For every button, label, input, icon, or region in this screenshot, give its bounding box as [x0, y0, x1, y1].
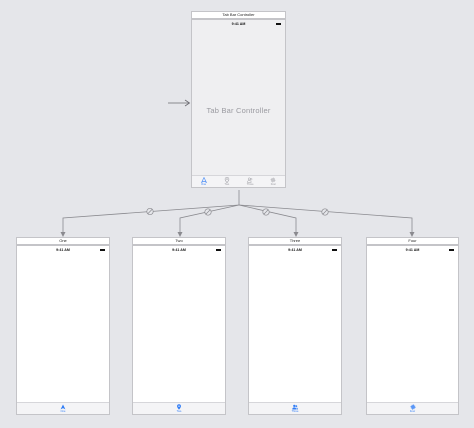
- status-bar: 9:41 AM: [133, 247, 225, 254]
- segue-relationship-icon[interactable]: [204, 208, 212, 216]
- map-pin-icon: [224, 177, 230, 183]
- status-bar: 9:41 AM: [367, 247, 458, 254]
- tab-item-two[interactable]: Two: [171, 403, 187, 414]
- tab-label: Four: [409, 410, 416, 413]
- gear-icon: [410, 404, 415, 410]
- tab-bar[interactable]: Four: [367, 402, 458, 414]
- device-screen[interactable]: 9:41 AM Tab Bar Controller One Two: [191, 19, 286, 188]
- status-time: 9:41 AM: [288, 248, 302, 252]
- segue-line-one: [62, 190, 240, 236]
- scene-title[interactable]: Two: [132, 237, 226, 245]
- tab-bar[interactable]: One: [17, 402, 109, 414]
- tab-item-one[interactable]: One: [55, 403, 71, 414]
- tab-bar-controller-scene[interactable]: Tab Bar Controller 9:41 AM Tab Bar Contr…: [191, 11, 286, 188]
- tab-label: Three: [291, 410, 299, 413]
- segue-relationship-icon[interactable]: [321, 208, 329, 216]
- status-time: 9:41 AM: [231, 22, 246, 26]
- battery-icon: [276, 23, 281, 25]
- battery-icon: [216, 249, 221, 251]
- device-screen[interactable]: 9:41 AM Two: [132, 245, 226, 415]
- scene-four[interactable]: Four 9:41 AM Four: [366, 237, 459, 415]
- gear-icon: [271, 177, 276, 183]
- tab-bar[interactable]: Two: [133, 402, 225, 414]
- tab-bar[interactable]: One Two Three: [192, 175, 285, 187]
- scene-one[interactable]: One 9:41 AM One: [16, 237, 110, 415]
- battery-icon: [100, 249, 105, 251]
- scene-two[interactable]: Two 9:41 AM Two: [132, 237, 226, 415]
- segue-line-four: [238, 204, 413, 236]
- people-icon: [292, 404, 298, 410]
- tab-item-three[interactable]: Three: [242, 176, 258, 187]
- tab-label: Four: [270, 183, 277, 186]
- scene-three[interactable]: Three 9:41 AM Three: [248, 237, 342, 415]
- people-icon: [247, 177, 253, 183]
- tab-label: Three: [246, 183, 254, 186]
- segue-relationship-icon[interactable]: [146, 207, 154, 216]
- status-time: 9:41 AM: [56, 248, 70, 252]
- status-bar: 9:41 AM: [17, 247, 109, 254]
- tab-item-four[interactable]: Four: [405, 403, 421, 414]
- status-bar: 9:41 AM: [249, 247, 341, 254]
- device-screen[interactable]: 9:41 AM Four: [366, 245, 459, 415]
- tab-item-four[interactable]: Four: [265, 176, 281, 187]
- segue-line-two: [179, 204, 240, 236]
- map-pin-icon: [177, 404, 181, 410]
- battery-icon: [332, 249, 337, 251]
- tab-item-three[interactable]: Three: [287, 403, 303, 414]
- segue-relationship-icon[interactable]: [262, 208, 270, 216]
- tab-label: Two: [224, 183, 230, 186]
- tab-item-two[interactable]: Two: [219, 176, 235, 187]
- device-screen[interactable]: 9:41 AM One: [16, 245, 110, 415]
- scene-title[interactable]: One: [16, 237, 110, 245]
- scene-title[interactable]: Tab Bar Controller: [191, 11, 286, 19]
- navigation-arrow-icon: [200, 177, 207, 183]
- tab-label: Two: [176, 410, 182, 413]
- controller-placeholder-label: Tab Bar Controller: [206, 106, 271, 115]
- tab-item-one[interactable]: One: [196, 176, 212, 187]
- status-time: 9:41 AM: [172, 248, 186, 252]
- status-bar: 9:41 AM: [192, 21, 285, 28]
- tab-label: One: [60, 410, 66, 413]
- tab-bar[interactable]: Three: [249, 402, 341, 414]
- device-screen[interactable]: 9:41 AM Three: [248, 245, 342, 415]
- scene-title[interactable]: Four: [366, 237, 459, 245]
- battery-icon: [449, 249, 454, 251]
- entry-point-arrow-icon[interactable]: [167, 98, 191, 108]
- tab-label: One: [201, 183, 207, 186]
- navigation-arrow-icon: [60, 404, 66, 410]
- status-time: 9:41 AM: [405, 248, 420, 252]
- segue-line-three: [238, 204, 297, 236]
- scene-title[interactable]: Three: [248, 237, 342, 245]
